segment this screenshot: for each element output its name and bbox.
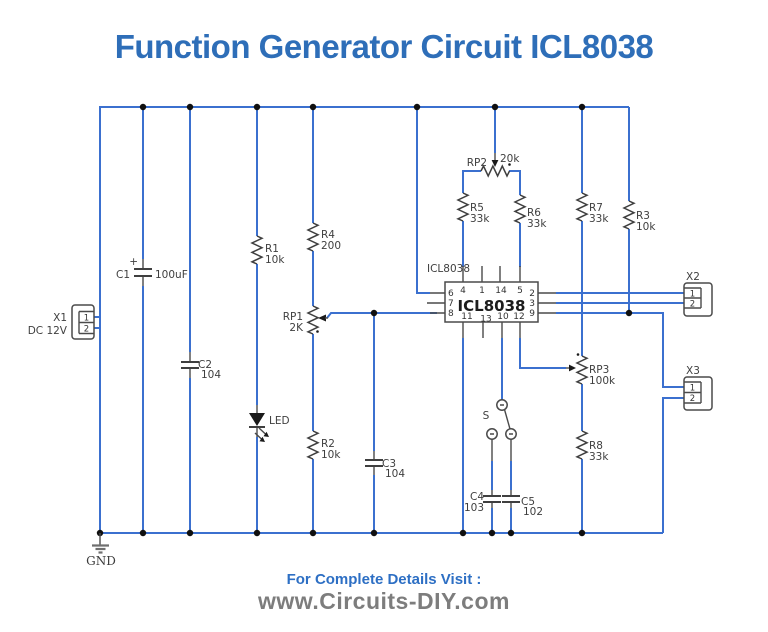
r8-value: 33k [589, 451, 609, 463]
resistor-r4: R4 200 [306, 222, 341, 252]
x2-pin1: 1 [690, 290, 695, 300]
c3-value: 104 [385, 468, 405, 480]
resistor-r8: R8 33k [575, 430, 609, 463]
resistor-r5: R5 33k [456, 192, 490, 225]
ic-pin-13: 13 [480, 315, 491, 325]
capacitor-c3: C3 104 [365, 451, 405, 480]
wire-rp2-left [462, 170, 481, 193]
rp2-value: 20k [500, 153, 520, 165]
ic-pin-14: 14 [495, 286, 507, 296]
x1-pin1: 1 [84, 314, 89, 324]
wire-pin6-feed [416, 107, 430, 294]
rp3-ref: RP3 [589, 364, 609, 376]
ic-pin-11: 11 [461, 312, 472, 322]
r7-ref: R7 [589, 202, 603, 214]
ic-pin-5: 5 [517, 286, 523, 296]
wire-pin12-rp3 [519, 338, 566, 369]
ic-pin-7: 7 [448, 299, 454, 309]
resistor-r3: R3 10k [622, 200, 656, 233]
r4-ref: R4 [321, 229, 335, 241]
ic-label-outside: ICL8038 [427, 263, 470, 275]
junction-dots [96, 103, 633, 537]
x1-pin2: 2 [84, 325, 89, 335]
capacitor-c1: + C1 100uF [116, 256, 188, 286]
potentiometer-rp1: RP1 2K [283, 305, 328, 335]
c5-value: 102 [523, 506, 543, 518]
potentiometer-rp2: RP2 20k [467, 153, 520, 178]
wire-pin9-x3 [556, 312, 684, 388]
r2-ref: R2 [321, 438, 335, 450]
c2-ref: C2 [198, 359, 212, 371]
switch-s: S [483, 399, 517, 461]
led: LED [249, 405, 290, 442]
wire-rp2-right [509, 170, 521, 195]
ic-pin-4: 4 [460, 286, 466, 296]
r3-ref: R3 [636, 210, 650, 222]
ic-pin-3: 3 [529, 299, 535, 309]
ic-pin-6: 6 [448, 289, 454, 299]
r1-ref: R1 [265, 243, 279, 255]
r2-value: 10k [321, 449, 341, 461]
x3-ref: X3 [686, 365, 700, 377]
ic-icl8038: ICL8038 ICL8038 4 1 14 5 6 7 8 2 3 9 11 … [427, 263, 556, 338]
c1-polarity: + [129, 256, 138, 268]
connector-x3: 1 2 X3 [683, 365, 713, 411]
c4-value: 103 [464, 502, 484, 514]
r6-value: 33k [527, 218, 547, 230]
capacitor-c5: C5 102 [502, 490, 543, 518]
page-title: Function Generator Circuit ICL8038 [114, 28, 654, 65]
potentiometer-rp3: RP3 100k [566, 353, 616, 387]
resistor-r2: R2 10k [306, 430, 341, 461]
rp1-value: 2K [289, 322, 304, 334]
c5-ref: C5 [521, 496, 535, 508]
r8-ref: R8 [589, 440, 603, 452]
r1-value: 10k [265, 254, 285, 266]
x2-pin2: 2 [690, 300, 695, 310]
footer-site-text: www.Circuits-DIY.com [258, 588, 510, 614]
rp1-ref: RP1 [283, 311, 303, 323]
gnd-label: GND [86, 554, 116, 568]
r5-value: 33k [470, 213, 490, 225]
connector-x2: 1 2 X2 [683, 271, 713, 317]
c1-value: 100uF [155, 269, 188, 281]
x3-pin2: 2 [690, 394, 695, 404]
r3-value: 10k [636, 221, 656, 233]
r6-ref: R6 [527, 207, 541, 219]
x3-pin1: 1 [690, 384, 695, 394]
ic-pin-10: 10 [497, 312, 509, 322]
ic-pin-9: 9 [529, 309, 535, 319]
r4-value: 200 [321, 240, 341, 252]
footer-visit-text: For Complete Details Visit : [286, 571, 482, 588]
capacitor-c2: C2 104 [181, 352, 221, 381]
c4-ref: C4 [470, 491, 484, 503]
wire-x3pin2-rail [662, 397, 684, 533]
x1-value: DC 12V [28, 325, 68, 337]
resistor-r6: R6 33k [513, 194, 547, 230]
x2-ref: X2 [686, 271, 700, 283]
ic-pin-8: 8 [448, 309, 454, 319]
c1-ref: C1 [116, 269, 130, 281]
rp3-value: 100k [589, 375, 616, 387]
gnd-symbol: GND [86, 533, 116, 568]
connector-x1: 1 2 X1 DC 12V [28, 304, 95, 340]
ic-pin-1: 1 [479, 286, 485, 296]
ic-pin-12: 12 [513, 312, 524, 322]
r5-ref: R5 [470, 202, 484, 214]
rp2-ref: RP2 [467, 157, 487, 169]
c3-ref: C3 [382, 458, 396, 470]
c2-value: 104 [201, 369, 221, 381]
capacitor-c4: C4 103 [464, 490, 501, 514]
led-ref: LED [269, 415, 290, 427]
resistor-r7: R7 33k [575, 192, 609, 225]
ic-name: ICL8038 [458, 297, 526, 315]
wire-rp1-wiper-pin8 [326, 312, 437, 319]
resistor-r1: R1 10k [250, 235, 285, 266]
ic-pin-2: 2 [529, 289, 535, 299]
r7-value: 33k [589, 213, 609, 225]
x1-ref: X1 [53, 312, 67, 324]
switch-ref: S [483, 410, 490, 422]
